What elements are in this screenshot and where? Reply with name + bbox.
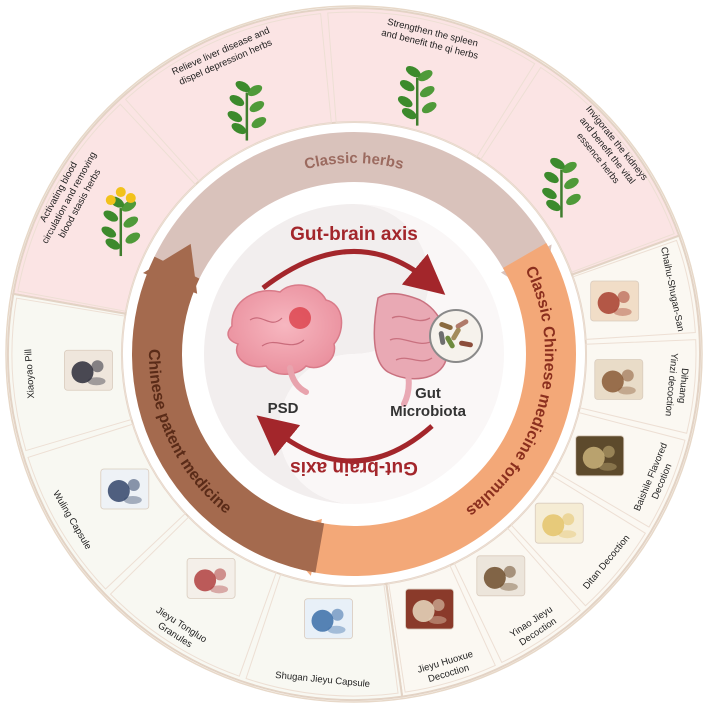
formulas-item-cell	[553, 411, 686, 528]
arc-herbs-text: Classic herbs	[303, 150, 406, 173]
herbs-item-cell	[17, 103, 197, 312]
gut-label: Gut	[415, 385, 441, 402]
formulas-label-line: Dihuang	[676, 368, 690, 404]
patent-thumbnail	[186, 557, 236, 599]
formulas-item-cell	[572, 239, 696, 340]
psd-label: PSD	[268, 400, 299, 417]
patent-thumbnail	[64, 349, 113, 391]
patent-item-cell	[109, 516, 277, 677]
axis-arrow-bottom	[256, 415, 434, 464]
formulas-ring	[292, 243, 576, 576]
patent-ring	[132, 256, 325, 573]
patent-item-cell	[245, 573, 399, 697]
patent-thumbnail	[304, 598, 353, 640]
patent-item-cell	[27, 423, 187, 590]
formulas-item-cell	[388, 564, 496, 693]
patent-ring-arrowhead	[143, 243, 198, 294]
patent-label-line: Xiaoyao Pill	[23, 349, 37, 399]
herbs-thumbnail	[101, 187, 141, 257]
patent-label: Xiaoyao Pill	[23, 349, 37, 399]
formulas-thumbnail	[575, 435, 625, 477]
herbs-thumbnail	[227, 80, 267, 141]
axis-label-bottom: Gut-brain axis	[290, 457, 418, 478]
formulas-thumbnail	[594, 359, 644, 400]
microbiota-lens-icon	[429, 309, 483, 363]
herbs-item-cell	[327, 11, 536, 158]
herbs-thumbnail	[542, 157, 581, 218]
formulas-item-cell	[510, 474, 646, 607]
patent-item-cell	[11, 297, 133, 452]
microbiota-label: Microbiota	[390, 403, 466, 420]
formulas-thumbnail	[590, 280, 640, 322]
formulas-item-cell	[579, 339, 697, 434]
herbs-ring	[145, 132, 557, 296]
formulas-thumbnail	[476, 555, 526, 597]
herbs-thumbnail	[397, 66, 437, 126]
formulas-item-cell	[453, 527, 581, 664]
herbs-item-cell	[480, 66, 675, 274]
axis-label-top: Gut-brain axis	[290, 224, 418, 245]
brain-icon	[227, 284, 343, 395]
formulas-thumbnail	[405, 588, 454, 630]
axis-arrow-top	[261, 248, 446, 295]
formulas-thumbnail	[534, 502, 584, 544]
patent-thumbnail	[100, 468, 150, 510]
herbs-item-cell	[124, 13, 332, 183]
